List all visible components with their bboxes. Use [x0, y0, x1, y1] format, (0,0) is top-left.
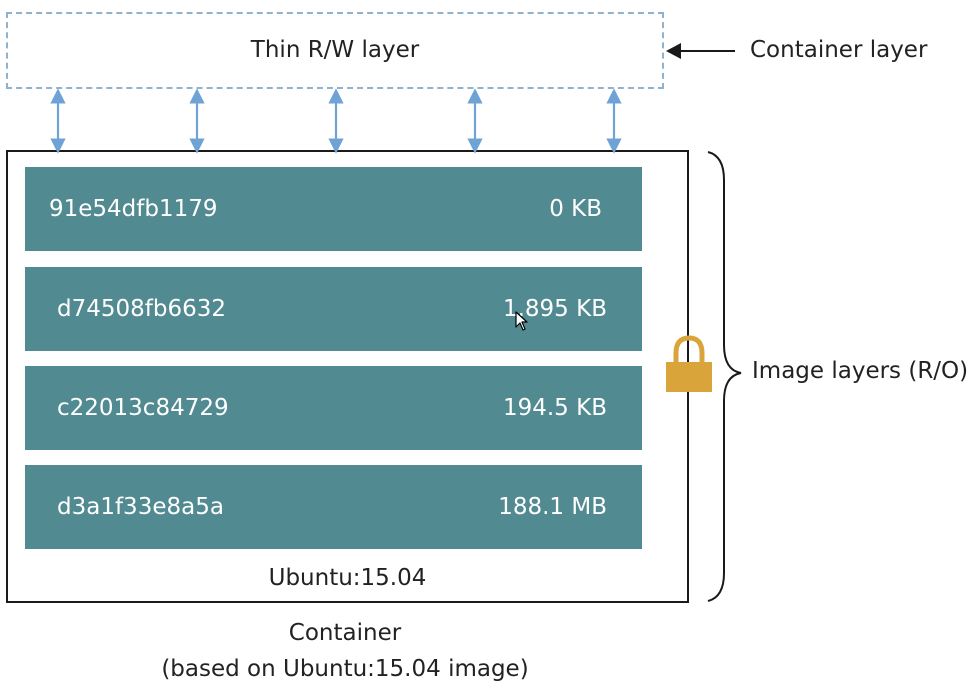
- left-arrow-icon: [666, 43, 735, 59]
- layer-id: d3a1f33e8a5a: [57, 494, 224, 520]
- container-layer-label: Container layer: [750, 37, 928, 63]
- mouse-cursor-icon: [515, 311, 528, 331]
- layer-size: 0 KB: [549, 196, 602, 222]
- layer-id: c22013c84729: [57, 395, 229, 421]
- image-layer-row: d3a1f33e8a5a 188.1 MB: [25, 465, 642, 549]
- thin-rw-layer-label: Thin R/W layer: [250, 37, 420, 63]
- image-layer-row: d74508fb6632 1.895 KB: [25, 267, 642, 351]
- layer-size: 188.1 MB: [498, 494, 607, 520]
- read-write-arrows: [50, 88, 622, 154]
- image-layer-row: 91e54dfb1179 0 KB: [25, 167, 642, 251]
- container-caption-subtitle: (based on Ubuntu:15.04 image): [161, 656, 529, 682]
- container-base-image-label: Ubuntu:15.04: [268, 565, 427, 591]
- thin-rw-layer-box: [6, 12, 664, 89]
- image-layer-row: c22013c84729 194.5 KB: [25, 366, 642, 450]
- layer-size: 1.895 KB: [502, 296, 607, 322]
- layer-size: 194.5 KB: [502, 395, 607, 421]
- container-caption: Container: [288, 620, 402, 646]
- right-curly-brace-icon: [707, 151, 742, 602]
- layer-id: 91e54dfb1179: [49, 196, 218, 222]
- layer-id: d74508fb6632: [57, 296, 226, 322]
- image-layers-label: Image layers (R/O): [752, 358, 969, 384]
